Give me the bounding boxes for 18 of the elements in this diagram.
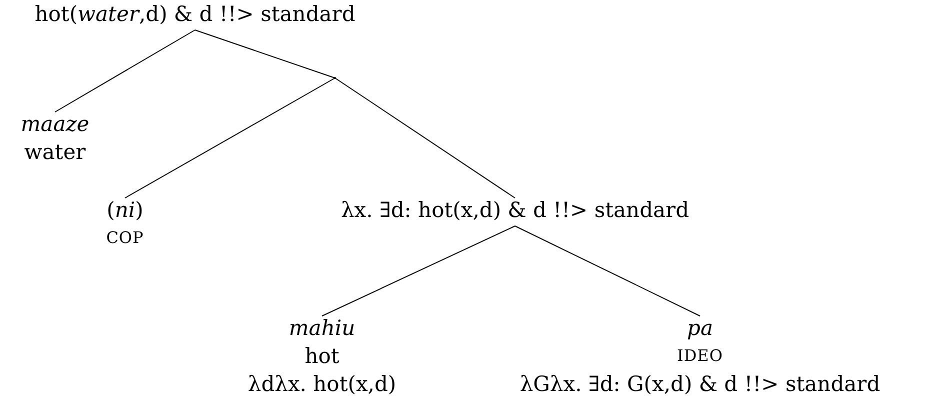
node-label: hot(water,d) & d !!> standard [34,1,356,28]
node-label: water [23,139,87,166]
tree-branch [124,78,336,198]
tree-branch [194,30,336,78]
node-label: mahiu [288,315,356,342]
node-label: λdλx. hot(x,d) [248,371,396,398]
tree-branch [54,30,196,112]
node-label: pa [686,315,714,342]
tree-branch [322,226,516,316]
node-label: λGλx. ∃d: G(x,d) & d !!> standard [520,371,880,398]
node-label: (ni) [106,197,144,224]
node-label: maaze [20,111,90,138]
node-label: COP [106,227,144,249]
node-label: IDEO [676,345,724,367]
tree-branch [514,226,700,316]
node-label: λx. ∃d: hot(x,d) & d !!> standard [340,197,690,224]
tree-branch [334,78,516,198]
node-label: hot [304,343,340,370]
